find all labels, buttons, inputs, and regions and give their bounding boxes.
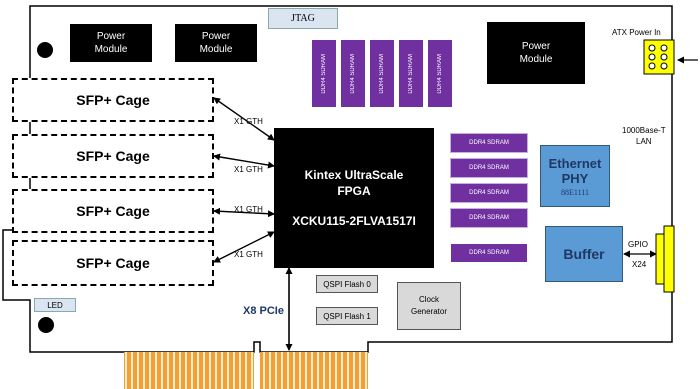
sfp-cage-3: SFP+ Cage bbox=[12, 189, 214, 233]
ddr4-sdram-v1: DDR4 SDRAM bbox=[312, 40, 336, 107]
buffer: Buffer bbox=[545, 226, 623, 282]
gpio-label: GPIO bbox=[628, 240, 649, 249]
sfp-cage-4: SFP+ Cage bbox=[12, 240, 214, 286]
ddr4-sdram-v2: DDR4 SDRAM bbox=[341, 40, 365, 107]
gth-label-1: X1 GTH bbox=[234, 117, 263, 126]
jtag-connector: JTAG bbox=[268, 8, 338, 29]
ddr4-sdram-h2: DDR4 SDRAM bbox=[450, 158, 528, 178]
ddr4-sdram-v4: DDR4 SDRAM bbox=[399, 40, 423, 107]
ddr4-sdram-v3: DDR4 SDRAM bbox=[370, 40, 394, 107]
ddr4-sdram-h3: DDR4 SDRAM bbox=[450, 183, 528, 203]
gth-label-2: X1 GTH bbox=[234, 165, 263, 174]
gth-label-4: X1 GTH bbox=[234, 250, 263, 259]
led: LED bbox=[34, 298, 76, 312]
atx-power-label: ATX Power In bbox=[612, 28, 661, 37]
power-module-2: Power Module bbox=[175, 24, 257, 62]
power-module-1: Power Module bbox=[70, 24, 152, 62]
sfp-cage-1: SFP+ Cage bbox=[12, 78, 214, 122]
gpio-count: X24 bbox=[632, 260, 647, 269]
gpio-header bbox=[655, 233, 665, 285]
ddr4-sdram-h5: DDR4 SDRAM bbox=[450, 243, 528, 263]
gth-label-3: X1 GTH bbox=[234, 205, 263, 214]
ddr4-sdram-v5: DDR4 SDRAM bbox=[428, 40, 452, 107]
lan-label: 1000Base-T LAN bbox=[622, 126, 666, 146]
mounting-hole bbox=[38, 317, 54, 333]
mounting-hole bbox=[37, 42, 53, 58]
clock-generator: Clock Generator bbox=[397, 282, 461, 330]
ethernet-phy: Ethernet PHY 88E1111 bbox=[540, 145, 610, 207]
ddr4-sdram-h1: DDR4 SDRAM bbox=[450, 133, 528, 153]
pcie-label: X8 PCIe bbox=[243, 305, 284, 317]
fpga-chip: Kintex UltraScale FPGA XCKU115-2FLVA1517… bbox=[274, 128, 434, 268]
qspi-flash-1: QSPI Flash 1 bbox=[316, 307, 378, 325]
pcie-fingers-left bbox=[124, 352, 254, 389]
power-module-3: Power Module bbox=[487, 22, 585, 84]
sfp-cage-2: SFP+ Cage bbox=[12, 134, 214, 178]
pcie-fingers-right bbox=[260, 352, 368, 389]
gth-arrow bbox=[213, 153, 275, 169]
gth-arrow bbox=[213, 207, 275, 218]
ddr4-sdram-h4: DDR4 SDRAM bbox=[450, 208, 528, 228]
gth-arrow bbox=[213, 231, 275, 263]
qspi-flash-0: QSPI Flash 0 bbox=[316, 275, 378, 293]
gth-arrow bbox=[213, 97, 275, 141]
